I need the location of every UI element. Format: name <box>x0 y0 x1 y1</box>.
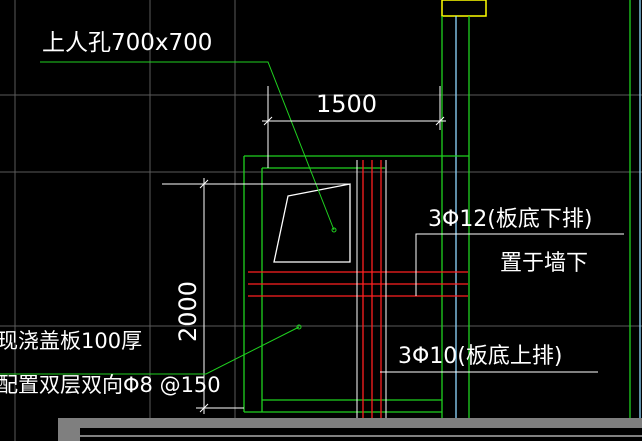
rebar-stubs <box>356 160 387 438</box>
rebar-top-label: 3Φ10(板底上排) <box>398 344 562 369</box>
slab-label-2: 配置双层双向Φ8 @150 <box>0 373 221 397</box>
slab-label-1: 现浇盖板100厚 <box>0 329 142 353</box>
dim-height-label: 2000 <box>174 281 202 342</box>
rebar-bottom-label: 3Φ12(板底下排) <box>428 207 592 232</box>
slab-leader <box>0 326 300 375</box>
dim-height-group <box>162 178 350 414</box>
floor-band-gap <box>80 428 642 441</box>
manhole-label: 上人孔700x700 <box>42 30 212 56</box>
dim-width-label: 1500 <box>316 90 377 118</box>
right-wall <box>441 0 641 441</box>
top-box <box>441 0 487 17</box>
slab-outline <box>243 155 469 413</box>
manhole-leader-dot <box>331 227 337 233</box>
dim-width-group <box>262 86 446 168</box>
dim-height-tick-bottom <box>199 403 209 413</box>
rebar-bottom-leader <box>415 233 624 296</box>
dim-width-tick-left <box>263 116 273 126</box>
slab-leader-dot <box>296 324 302 330</box>
rebar-bottom-note: 置于墙下 <box>500 251 588 276</box>
manhole-leader <box>40 61 335 231</box>
rebar-leaders <box>380 233 624 373</box>
rebar <box>248 160 468 438</box>
dim-width-tick-right <box>435 116 445 126</box>
manhole-opening <box>273 183 351 263</box>
dim-height-tick-top <box>199 179 209 189</box>
